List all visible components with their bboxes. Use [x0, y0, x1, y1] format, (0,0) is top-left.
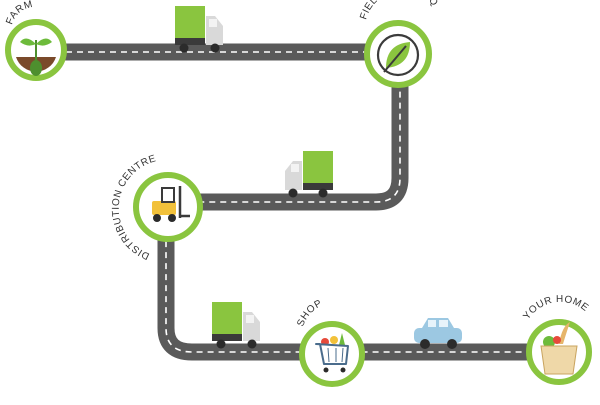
stop-shop: SHOP — [295, 298, 365, 387]
stop-your-home: YOUR HOME — [521, 294, 592, 385]
road-center-line — [33, 51, 590, 353]
delivery-truck-icon — [175, 6, 223, 53]
shopping-cart-icon — [315, 333, 349, 373]
forklift-icon — [152, 186, 190, 222]
stop-label-home: YOUR HOME — [521, 294, 590, 322]
delivery-truck-icon — [212, 302, 260, 349]
sprout-seed-icon — [16, 38, 56, 76]
stop-fieldfresh-hq: FIELDFRESH HQ — [358, 0, 440, 88]
stop-distribution-centre: DISTRIBUTION CENTRE — [111, 153, 203, 261]
stop-label: FIELDFRESH HQ — [358, 0, 440, 21]
stop-farm: FARM — [4, 0, 67, 81]
leaf-icon — [376, 33, 420, 77]
grocery-bag-icon — [540, 322, 578, 375]
delivery-truck-icon — [285, 151, 333, 198]
car-icon — [414, 318, 462, 349]
stop-label-hq: FIELDFRESH HQ — [358, 0, 439, 21]
stop-label: YOUR HOME — [521, 294, 590, 322]
